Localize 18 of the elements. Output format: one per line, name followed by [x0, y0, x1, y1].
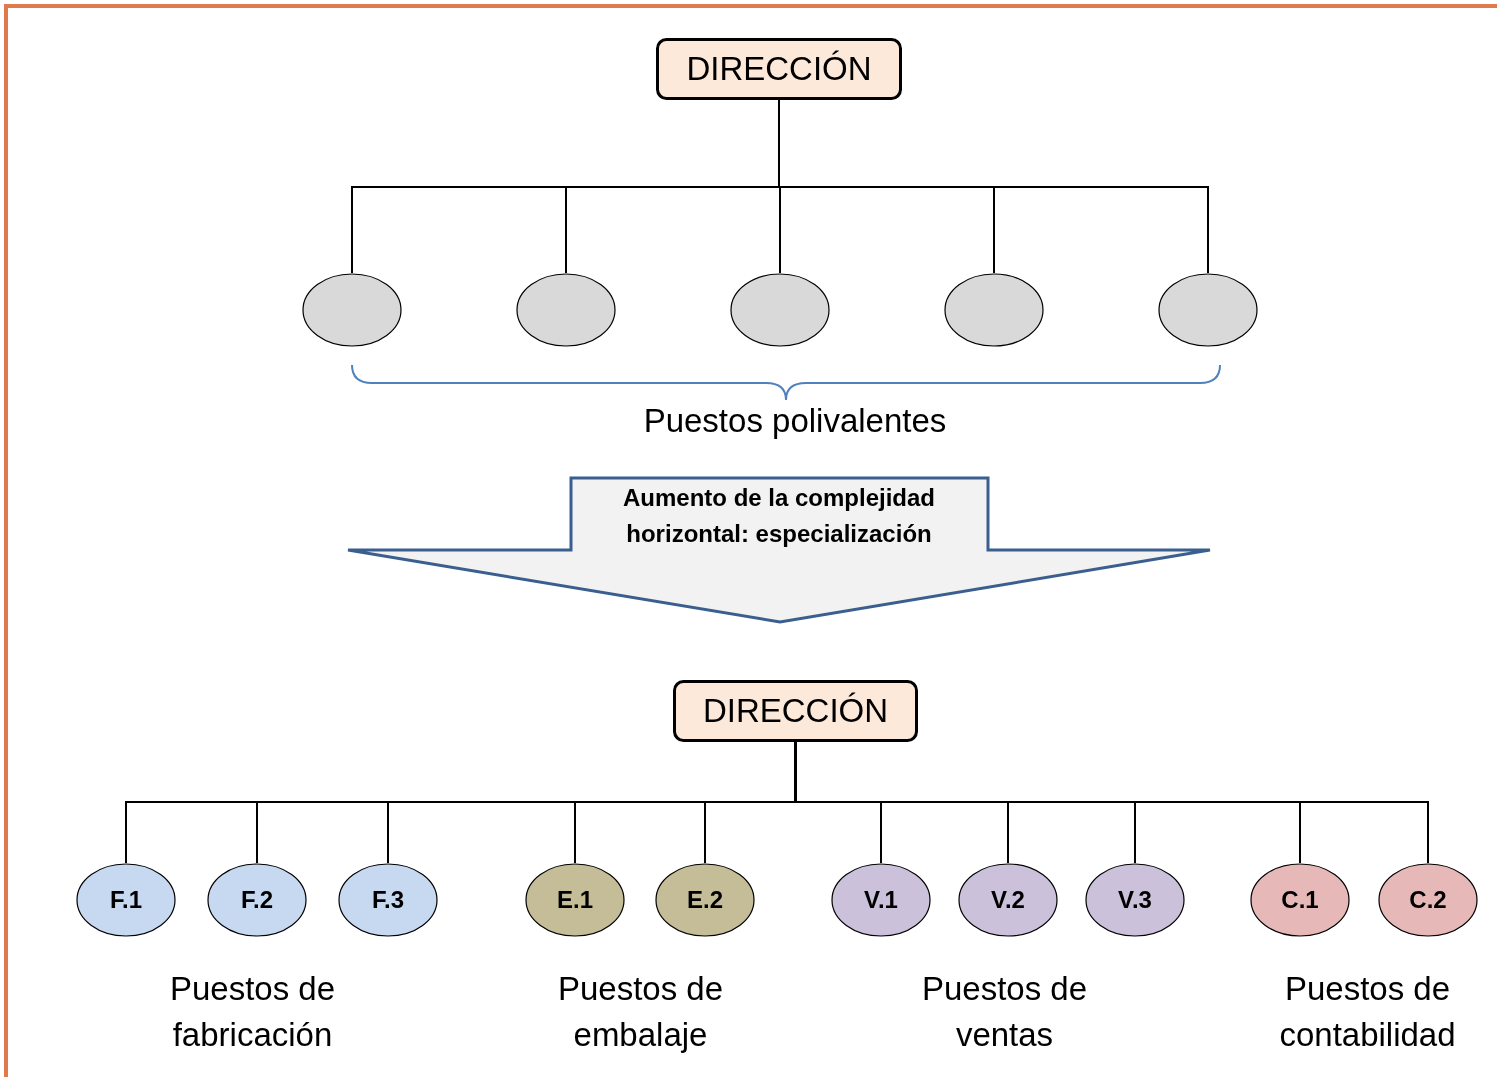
- group-label: Puestos de embalaje: [556, 969, 725, 1055]
- position-code: F.3: [372, 886, 404, 914]
- position-code: C.1: [1281, 886, 1319, 914]
- box-title: DIRECCIÓN: [686, 50, 872, 88]
- position-code: E.2: [687, 886, 723, 914]
- position-code: V.2: [991, 886, 1025, 914]
- group-label: Puestos de ventas: [920, 969, 1089, 1055]
- arrow-text: Aumento de la complejidad horizontal: especialización: [621, 483, 936, 549]
- position-code: V.1: [864, 886, 898, 914]
- position-code: C.2: [1409, 886, 1447, 914]
- group-label: Puestos polivalentes: [642, 401, 948, 441]
- position-code: V.3: [1118, 886, 1152, 914]
- position-code: E.1: [557, 886, 593, 914]
- position-code: F.2: [241, 886, 273, 914]
- group-label: Puestos de fabricación: [168, 969, 337, 1055]
- group-label: Puestos de contabilidad: [1278, 969, 1457, 1055]
- box-title: DIRECCIÓN: [702, 692, 889, 730]
- position-code: F.1: [110, 886, 142, 914]
